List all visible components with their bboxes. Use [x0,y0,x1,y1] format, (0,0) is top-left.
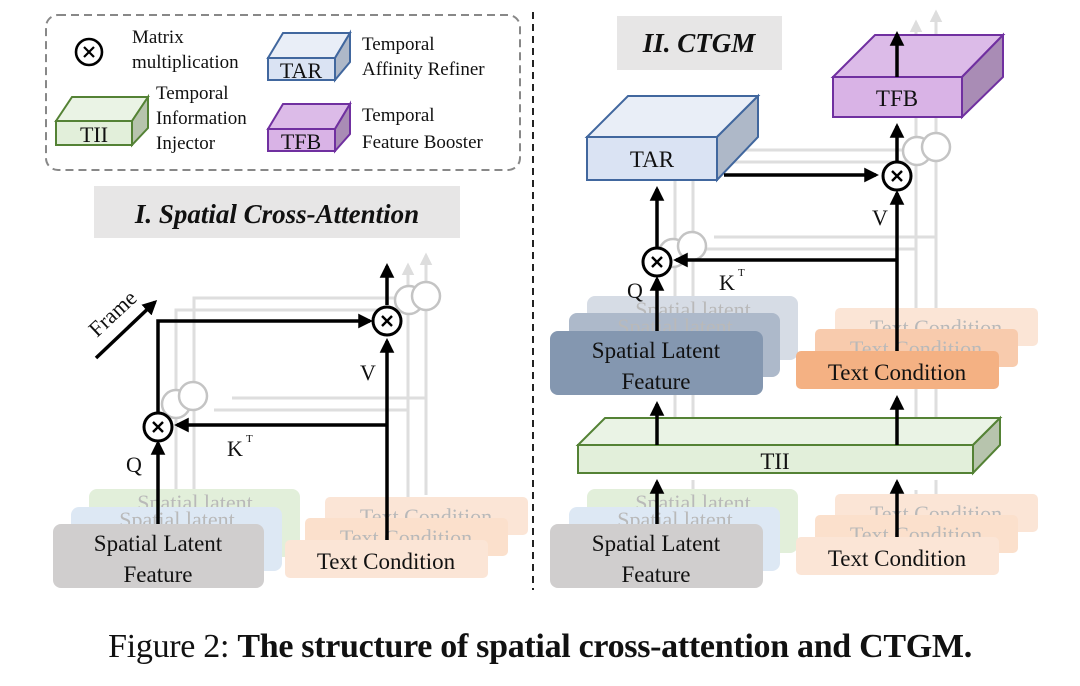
spatial-latent-label-2: Feature [124,562,193,587]
main-flow-arrows [94,263,395,540]
spatial-latent-upper-label-2: Feature [622,369,691,394]
legend-border [45,14,521,171]
v-label: V [360,360,376,385]
k-superscript: T [246,433,253,445]
legend-tii-label-1: Temporal [156,83,229,104]
legend-tar-label-2: Affinity Refiner [362,59,485,80]
tar-block: TAR [584,93,761,183]
tii-legend-icon: TII [54,93,150,148]
legend-tfb-label-2: Feature Booster [362,132,484,153]
ctgm-flow-arrows [649,31,905,537]
text-condition-upper-label: Text Condition [828,360,967,385]
matmul-icon [142,411,174,443]
k-label: K [227,436,243,461]
panel2-title: II. CTGM [642,28,757,58]
panel-ctgm: II. CTGM TFB [550,9,1038,588]
spatial-latent-lower-box [550,524,763,588]
tfb-label: TFB [876,86,918,111]
k-superscript: T [738,267,745,279]
spatial-latent-label-1: Spatial Latent [94,531,223,556]
panel1-title: I. Spatial Cross-Attention [134,199,419,229]
legend-tii-label-2: Information [156,108,247,129]
figure-caption: Figure 2: The structure of spatial cross… [0,628,1080,666]
spatial-latent-box [53,524,264,588]
tar-label: TAR [630,147,675,172]
text-condition-box [285,540,488,578]
frame-path [156,313,373,412]
panel2-title-bg [617,16,782,70]
spatial-latent-upper-label-1: Spatial Latent [592,338,721,363]
legend-tfb-tag: TFB [281,129,321,154]
frame-axis-arrow [94,299,158,360]
matmul-icon [641,246,673,278]
legend: Matrix multiplication TAR Temporal Affin… [45,14,521,171]
caption-text: The structure of spatial cross-attention… [237,628,972,665]
panel1-title-bg [94,186,460,238]
legend-tar-tag: TAR [280,58,323,83]
legend-matmul-label-2: multiplication [132,52,239,73]
text-condition-lower-label: Text Condition [828,546,967,571]
text-condition-label: Text Condition [317,549,456,574]
legend-matmul-label-1: Matrix [132,27,184,48]
legend-tii-label-3: Injector [156,133,216,154]
caption-prefix: Figure 2: [108,628,238,665]
text-condition-lower-box [796,537,999,575]
q-label: Q [627,278,643,303]
legend-tar-label-1: Temporal [362,34,435,55]
tfb-block: TFB [830,32,1006,120]
spatial-latent-lower-label-1: Spatial Latent [592,531,721,556]
matmul-legend-icon [74,37,104,67]
tii-label: TII [760,449,789,474]
matmul-icon [371,305,403,337]
legend-tii-tag: TII [80,122,108,147]
frame-label: Frame [83,285,141,342]
spatial-latent-lower-label-2: Feature [622,562,691,587]
matmul-icon [881,160,913,192]
tii-block: TII [575,415,1003,476]
panel-spatial-cross-attention: I. Spatial Cross-Attention Spatial laten… [53,186,528,588]
spatial-latent-upper-box [550,331,763,395]
text-condition-upper-box [796,351,999,389]
k-label: K [719,270,735,295]
legend-tfb-label-1: Temporal [362,105,435,126]
v-label: V [872,205,888,230]
tar-legend-icon: TAR [266,29,352,83]
q-label: Q [126,452,142,477]
tfb-legend-icon: TFB [266,100,352,154]
